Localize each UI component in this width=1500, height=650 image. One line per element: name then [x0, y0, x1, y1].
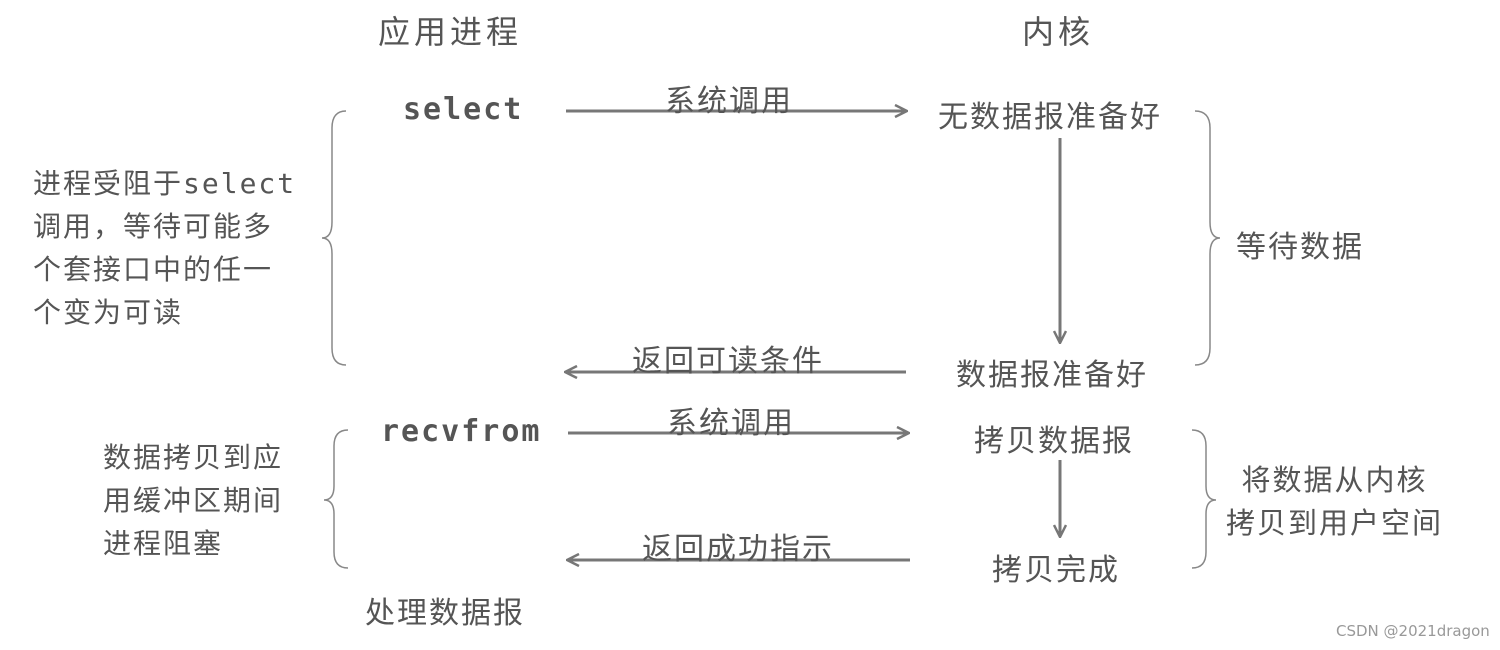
copy-done-label: 拷贝完成 — [992, 553, 1120, 588]
brace-right-copy — [1191, 429, 1217, 569]
return-readable-label: 返回可读条件 — [632, 344, 824, 379]
csdn-watermark: CSDN @2021dragon — [1336, 622, 1490, 640]
return-success-label: 返回成功指示 — [642, 532, 834, 567]
note-copy-kernel-to-user: 将数据从内核 拷贝到用户空间 — [1226, 463, 1444, 540]
note-blocked-on-select: 进程受阻于select 调用，等待可能多 个套接口中的任一 个变为可读 — [33, 167, 297, 329]
brace-left-recvfrom — [323, 429, 349, 569]
datagram-ready-label: 数据报准备好 — [956, 358, 1148, 393]
syscall-label-1: 系统调用 — [665, 84, 793, 119]
kernel-header: 内核 — [1022, 13, 1095, 51]
recvfrom-call-label: recvfrom — [381, 414, 542, 449]
process-datagram-label: 处理数据报 — [365, 596, 525, 631]
brace-left-select — [321, 110, 347, 366]
select-call-label: select — [403, 92, 524, 127]
syscall-label-2: 系统调用 — [667, 406, 795, 441]
note-wait-data: 等待数据 — [1236, 230, 1364, 265]
copy-datagram-label: 拷贝数据报 — [974, 424, 1134, 459]
brace-right-wait — [1194, 110, 1221, 366]
app-process-header: 应用进程 — [378, 13, 523, 51]
note-blocked-during-copy: 数据拷贝到应 用缓冲区期间 进程阻塞 — [103, 441, 284, 560]
no-datagram-ready-label: 无数据报准备好 — [938, 100, 1162, 135]
